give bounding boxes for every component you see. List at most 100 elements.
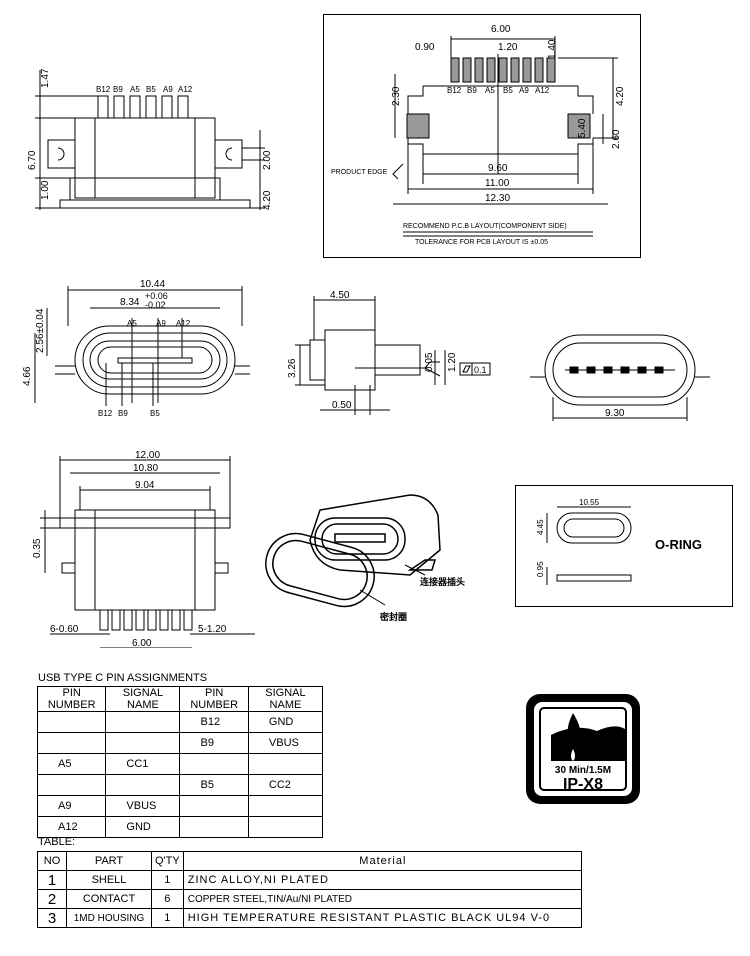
dim-label: 0.35 (32, 538, 43, 558)
top-view-drawing: B12 B9 A5 B5 A9 A12 1.47 6.70 1.00 2.00 … (27, 68, 273, 210)
pcb-note: TOLERANCE FOR PCB LAYOUT IS ±0.05 (415, 239, 548, 246)
table-cell: SHELL (66, 870, 152, 890)
seal-label: 密封圈 (379, 611, 407, 622)
material-table-caption: TABLE: (38, 836, 76, 848)
dim-label: 11.00 (485, 178, 510, 189)
iso-view-drawing: 连接器插头 密封圈 (265, 494, 465, 622)
dim-label: 6.70 (27, 150, 38, 170)
table-cell: CC2 (247, 774, 324, 796)
dim-label: 5-1.20 (198, 624, 227, 635)
flatness-value: 0.1 (474, 365, 487, 375)
ip-badge-rating: IP-X8 (563, 776, 603, 793)
table-header: SIGNAL NAME (247, 686, 324, 712)
table-cell: A12 (36, 816, 107, 838)
side-view-drawing: 4.50 3.26 0.05 1.20 0.50 0.1 (287, 290, 491, 415)
table-header: PIN NUMBER (179, 686, 249, 712)
dim-label: 2.00 (262, 150, 273, 170)
dim-label: 1.20 (498, 42, 518, 53)
table-cell: 2 (37, 889, 67, 909)
pin-label: A9 (163, 85, 173, 94)
table-cell: VBUS (105, 795, 181, 817)
table-cell: 3 (37, 908, 67, 928)
table-cell: B5 (179, 774, 249, 796)
pin-label: A12 (535, 86, 550, 95)
table-cell: COPPER STEEL,TIN/Au/NI PLATED (182, 889, 583, 909)
dim-label: 6-0.60 (50, 624, 79, 635)
pin-label: B12 (98, 409, 113, 418)
connector-shell (309, 494, 441, 576)
table-header: Q'TY (151, 851, 184, 871)
dim-label: 10.44 (140, 279, 165, 290)
bottom-view-pins (99, 609, 193, 631)
table-cell: VBUS (247, 732, 324, 754)
dim-label: 2.60 (611, 129, 622, 149)
dim-label: 1.47 (40, 68, 51, 88)
table-cell (105, 711, 181, 733)
oring-title: O-RING (655, 537, 702, 552)
dim-label: 0.05 (424, 352, 435, 372)
table-header-row: NO PART Q'TY Material (37, 851, 583, 871)
table-cell: 1 (37, 870, 67, 890)
pcb-note: RECOMMEND P.C.B LAYOUT(COMPONENT SIDE) (403, 223, 567, 230)
table-header: Material (182, 851, 583, 871)
pin-label: A12 (176, 319, 191, 328)
table-cell: 6 (151, 889, 184, 909)
pin-label: B5 (503, 86, 513, 95)
table-cell (36, 774, 107, 796)
table-cell (247, 816, 324, 838)
table-header-row: PIN NUMBER SIGNAL NAME PIN NUMBER SIGNAL… (36, 686, 324, 712)
product-edge-label: PRODUCT EDGE (331, 169, 388, 176)
seal-ring (265, 532, 375, 608)
table-cell (36, 732, 107, 754)
pcb-layout-drawing: B12 B9 A5 B5 A9 A12 6.00 0.90 1.20 1.40 … (323, 14, 641, 258)
table-header: PIN NUMBER (36, 686, 107, 712)
dim-label: 0.90 (415, 42, 435, 53)
table-header: NO (37, 851, 67, 871)
pin-label: A5 (485, 86, 495, 95)
pin-label: B9 (467, 86, 477, 95)
dim-label: 1.00 (40, 180, 51, 200)
pin-assignment-table: PIN NUMBER SIGNAL NAME PIN NUMBER SIGNAL… (36, 686, 324, 838)
dim-tolerance: -0.02 (145, 300, 166, 310)
dim-label: 4.20 (615, 86, 626, 106)
ip-x8-badge: 30 Min/1.5M IP-X8 (526, 694, 640, 804)
dim-label: 6.00 (132, 638, 152, 648)
table-cell: ZINC ALLOY,NI PLATED (182, 870, 583, 890)
dim-label: 8.34 (120, 297, 140, 308)
table-cell: HIGH TEMPERATURE RESISTANT PLASTIC BLACK… (182, 908, 583, 928)
table-cell: 1 (151, 908, 184, 928)
pin-label: A5 (130, 85, 140, 94)
front-view-drawing: 10.44 8.34 +0.06 -0.02 2.56±0.04 4.66 A5… (22, 279, 250, 418)
dim-label: 2.30 (391, 86, 402, 106)
pin-label: A9 (519, 86, 529, 95)
dim-tolerance: +0.06 (145, 291, 168, 301)
table-cell (247, 753, 324, 775)
dim-label: 12.30 (485, 193, 510, 204)
table-cell: B9 (179, 732, 249, 754)
rear-pins (569, 366, 664, 374)
table-cell (105, 732, 181, 754)
table-cell: A5 (36, 753, 107, 775)
dim-label: 4.45 (536, 519, 545, 535)
dim-label: 2.56±0.04 (35, 308, 46, 353)
table-cell: 1MD HOUSING (66, 908, 152, 928)
table-cell (247, 795, 324, 817)
dim-label: 6.00 (491, 24, 511, 35)
rear-view-drawing: 9.30 (530, 334, 710, 421)
table-cell: GND (105, 816, 181, 838)
dim-label: 10.55 (579, 498, 600, 507)
dim-label: 10.80 (133, 463, 158, 474)
pin-label: B9 (113, 85, 123, 94)
oring-drawing: 10.55 4.45 0.95 O-RING (515, 485, 733, 607)
bottom-view-drawing: 12.00 10.80 9.04 0.35 6-0.60 5-1.20 6.00 (32, 450, 255, 648)
table-header: SIGNAL NAME (105, 686, 181, 712)
top-view-pins (97, 95, 189, 119)
pin-table-caption: USB TYPE C PIN ASSIGNMENTS (38, 672, 208, 684)
